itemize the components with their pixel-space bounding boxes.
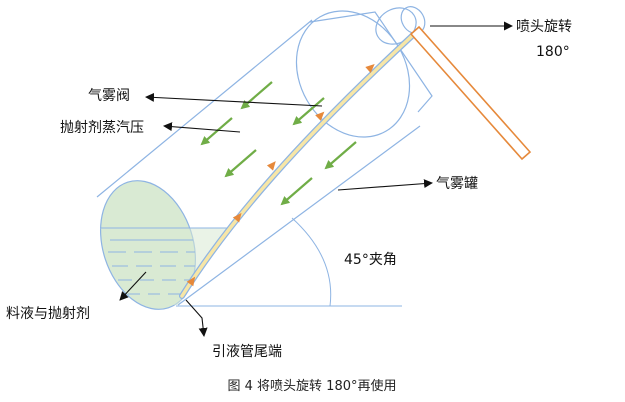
pressure-arrow bbox=[224, 149, 257, 178]
can-bottom-edge bbox=[177, 125, 421, 306]
pressure-arrow bbox=[324, 141, 357, 170]
flow-arrow bbox=[232, 212, 242, 223]
figure-caption: 图 4 将喷头旋转 180°再使用 bbox=[228, 378, 397, 394]
actuator-arm bbox=[409, 25, 532, 161]
pointer-liquid bbox=[119, 271, 147, 301]
dip-tube-fill bbox=[180, 34, 414, 298]
flow-arrow bbox=[266, 161, 276, 171]
label-nozzle-angle: 180° bbox=[536, 44, 570, 60]
pointer-mist-valve bbox=[145, 92, 323, 107]
vapor-pressure-arrows bbox=[200, 81, 357, 206]
label-angle-45: 45°夹角 bbox=[344, 252, 397, 268]
flow-arrow bbox=[315, 111, 325, 121]
label-propellant-vapor: 抛射剂蒸汽压 bbox=[60, 120, 144, 136]
can-top-edge bbox=[96, 19, 313, 198]
liquid-flow-arrows bbox=[186, 63, 375, 287]
pointer-mist-tank bbox=[337, 179, 433, 191]
angle-reference bbox=[176, 217, 402, 307]
pressure-arrow bbox=[200, 117, 233, 146]
pressure-arrow bbox=[292, 97, 325, 126]
label-pointers bbox=[119, 21, 513, 337]
pointer-tube-end bbox=[185, 299, 208, 337]
label-mist-valve: 气雾阀 bbox=[88, 88, 130, 104]
label-nozzle-rotate: 喷头旋转 bbox=[516, 19, 572, 35]
pointer-vapor bbox=[163, 122, 241, 133]
nozzle-neck bbox=[309, 11, 433, 113]
pressure-arrow bbox=[280, 177, 313, 206]
flow-arrow bbox=[186, 276, 196, 287]
label-mist-tank: 气雾罐 bbox=[436, 176, 478, 192]
flow-arrow bbox=[365, 63, 375, 73]
label-liquid-propellant: 料液与抛射剂 bbox=[6, 306, 90, 322]
pressure-arrow bbox=[240, 81, 273, 110]
nozzle-cap bbox=[375, 7, 417, 45]
label-dip-tube-end: 引液管尾端 bbox=[212, 344, 282, 360]
